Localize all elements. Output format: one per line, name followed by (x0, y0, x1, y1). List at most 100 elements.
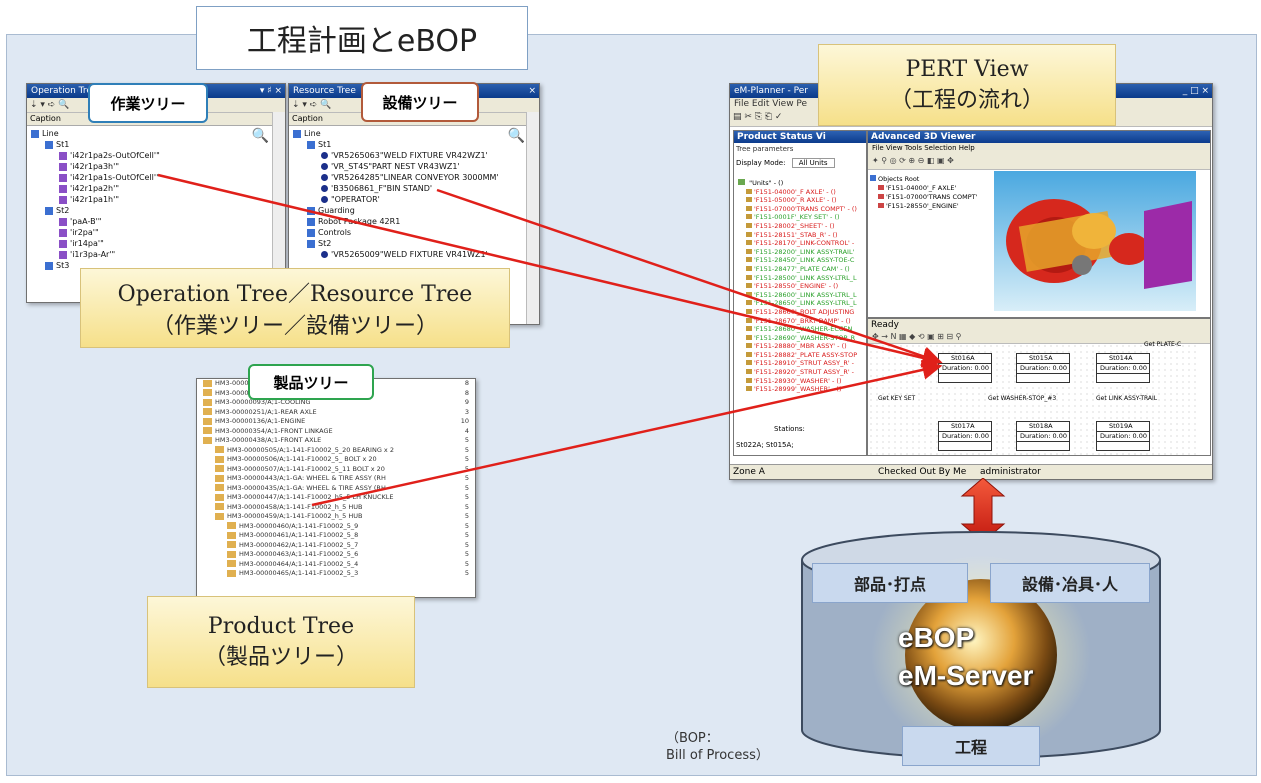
product-status-item[interactable]: 'F151-28910'_STRUT ASSY_R' - (746, 359, 866, 368)
product-status-item[interactable]: 'F151-28660'_BOLT ADJUSTING (746, 308, 866, 317)
window-controls[interactable]: _ □ × (1182, 86, 1209, 96)
objects-tree[interactable]: Objects Root 'F151-04000'_F AXLE''F151-0… (870, 175, 990, 211)
product-status-item[interactable]: 'F151-07000'TRANS COMPT' - () (746, 205, 866, 214)
viewer-object-item[interactable]: 'F151-04000'_F AXLE' (878, 184, 990, 193)
product-status-label: 'F151-28680'_WASHER-ECCEN (754, 325, 853, 334)
tree-item[interactable]: 'i42r1pa1h'" (31, 194, 285, 205)
tree-item[interactable]: St1 (293, 139, 539, 150)
pert-node-duration: Duration: 0.00 (1097, 432, 1149, 442)
product-status-item[interactable]: 'F151-28500'_LINK ASSY-LTRL_L (746, 274, 866, 283)
tree-item[interactable]: 'paA-B'" (31, 216, 285, 227)
tree-item[interactable]: HM3-00000507/A;1-141-F10002_5_11 BOLT x … (199, 465, 475, 475)
tree-item[interactable]: HM3-00000447/A;1-141-F10002_h5_5 LH KNUC… (199, 493, 475, 503)
product-tree-window[interactable]: HM3-00000090/A;1-ELECTRICAL8HM3-00000378… (196, 378, 476, 598)
tree-item[interactable]: "OPERATOR' (293, 194, 539, 205)
tree-item[interactable]: 'i1r3pa-Ar'" (31, 249, 285, 260)
viewer-menubar[interactable]: File View Tools Selection Help (868, 143, 1210, 153)
tree-item[interactable]: 'ir14pa'" (31, 238, 285, 249)
tree-item[interactable]: HM3-00000443/A;1-GA: WHEEL & TIRE ASSY (… (199, 474, 475, 484)
viewer-object-list[interactable]: 'F151-04000'_F AXLE''F151-07000'TRANS CO… (870, 184, 990, 211)
viewer-object-item[interactable]: 'F151-28550'_ENGINE' (878, 202, 990, 211)
tree-item[interactable]: Line (31, 128, 285, 139)
tree-item[interactable]: Robot Package 42R1 (293, 216, 539, 227)
product-status-item[interactable]: 'F151-0001F'_KEY SET' - () (746, 213, 866, 222)
tree-item[interactable]: 'ir2pa'" (31, 227, 285, 238)
product-status-item[interactable]: 'F151-28200'_LINK ASSY-TRAIL' (746, 248, 866, 257)
tree-item[interactable]: HM3-00000506/A;1-141-F10002_5_ BOLT x 20… (199, 455, 475, 465)
display-mode-select[interactable]: All Units (791, 158, 835, 168)
viewer-toolbar[interactable]: ✦ ⚲ ◎ ⟳ ⊕ ⊖ ◧ ▣ ✥ (868, 153, 1210, 170)
product-status-item[interactable]: 'F151-28930'_WASHER' - () (746, 377, 866, 386)
window-controls[interactable]: ▾ ♯ × (259, 86, 282, 96)
tree-item[interactable]: 'VR5265063"WELD FIXTURE VR42WZ1' (293, 150, 539, 161)
3d-model-view[interactable] (994, 171, 1196, 311)
product-status-item[interactable]: 'F151-28680'_WASHER-ECCEN (746, 325, 866, 334)
product-status-item[interactable]: 'F151-28650'_LINK ASSY-LTRL_L (746, 299, 866, 308)
product-status-window[interactable]: Product Status Vi Tree parameters Displa… (733, 130, 867, 456)
tree-item[interactable]: St2 (31, 205, 285, 216)
product-status-list[interactable]: 'F151-04000'_F AXLE' - ()'F151-05000'_R … (734, 188, 866, 394)
product-status-item[interactable]: 'F151-05000'_R AXLE' - () (746, 196, 866, 205)
close-icon[interactable]: × (528, 86, 536, 96)
product-status-item[interactable]: 'F151-28999'_WASHER' - () (746, 385, 866, 394)
tree-item[interactable]: HM3-00000435/A;1-GA: WHEEL & TIRE ASSY (… (199, 484, 475, 494)
product-status-item[interactable]: 'F151-28002'_SHEET' - () (746, 222, 866, 231)
product-status-item[interactable]: 'F151-28880'_MBR ASSY' - () (746, 342, 866, 351)
product-status-item[interactable]: 'F151-28920'_STRUT ASSY_R' - (746, 368, 866, 377)
part-icon (746, 197, 752, 203)
tree-item[interactable]: HM3-00000505/A;1-141-F10002_5_20 BEARING… (199, 446, 475, 456)
tree-item-count: 5 (464, 474, 469, 482)
tree-item[interactable]: Guarding (293, 205, 539, 216)
tree-item[interactable]: 'i42r1pa1s-OutOfCell'" (31, 172, 285, 183)
product-status-item[interactable]: 'F151-28670'_BRKT-DAMP' - () (746, 317, 866, 326)
tree-item[interactable]: 'B3506861_F"BIN STAND' (293, 183, 539, 194)
product-tree-list[interactable]: HM3-00000090/A;1-ELECTRICAL8HM3-00000378… (197, 379, 475, 579)
tree-item[interactable]: 'VR5265009"WELD FIXTURE VR41WZ1' (293, 249, 539, 260)
product-status-item[interactable]: 'F151-28450'_LINK ASSY-TOE-C (746, 256, 866, 265)
tree-item[interactable]: Line (293, 128, 539, 139)
tree-item[interactable]: St2 (293, 238, 539, 249)
product-status-item[interactable]: 'F151-28882'_PLATE ASSY-STOP (746, 351, 866, 360)
advanced-3d-viewer-window[interactable]: Advanced 3D Viewer File View Tools Selec… (867, 130, 1211, 318)
scrollbar[interactable] (526, 112, 539, 324)
tree-item[interactable]: 'i42r1pa2s-OutOfCell'" (31, 150, 285, 161)
tree-item[interactable]: St1 (31, 139, 285, 150)
tree-item[interactable]: 'VR5264285"LINEAR CONVEYOR 3000MM' (293, 172, 539, 183)
tree-item[interactable]: 'VR_ST4S"PART NEST VR43WZ1' (293, 161, 539, 172)
tree-item[interactable]: 'i42r1pa2h'" (31, 183, 285, 194)
product-status-item[interactable]: 'F151-28550'_ENGINE' - () (746, 282, 866, 291)
product-status-item[interactable]: 'F151-28600'_LINK ASSY-LTRL_L (746, 291, 866, 300)
product-status-item[interactable]: 'F151-28170'_LINK-CONTROL' - (746, 239, 866, 248)
tree-item[interactable]: Controls (293, 227, 539, 238)
em-planner-window[interactable]: eM-Planner - Per _ □ × File Edit View Pe… (729, 83, 1213, 480)
viewer-object-item[interactable]: 'F151-07000'TRANS COMPT' (878, 193, 990, 202)
product-status-item[interactable]: 'F151-28151'_STAB_R' - () (746, 231, 866, 240)
product-status-item[interactable]: 'F151-28477'_PLATE CAM' - () (746, 265, 866, 274)
tree-item[interactable]: St3 (31, 260, 285, 271)
product-status-item[interactable]: 'F151-28690'_WASHER-STOP_R (746, 334, 866, 343)
product-status-item[interactable]: 'F151-04000'_F AXLE' - () (746, 188, 866, 197)
tree-item[interactable]: 'i42r1pa3h'" (31, 161, 285, 172)
